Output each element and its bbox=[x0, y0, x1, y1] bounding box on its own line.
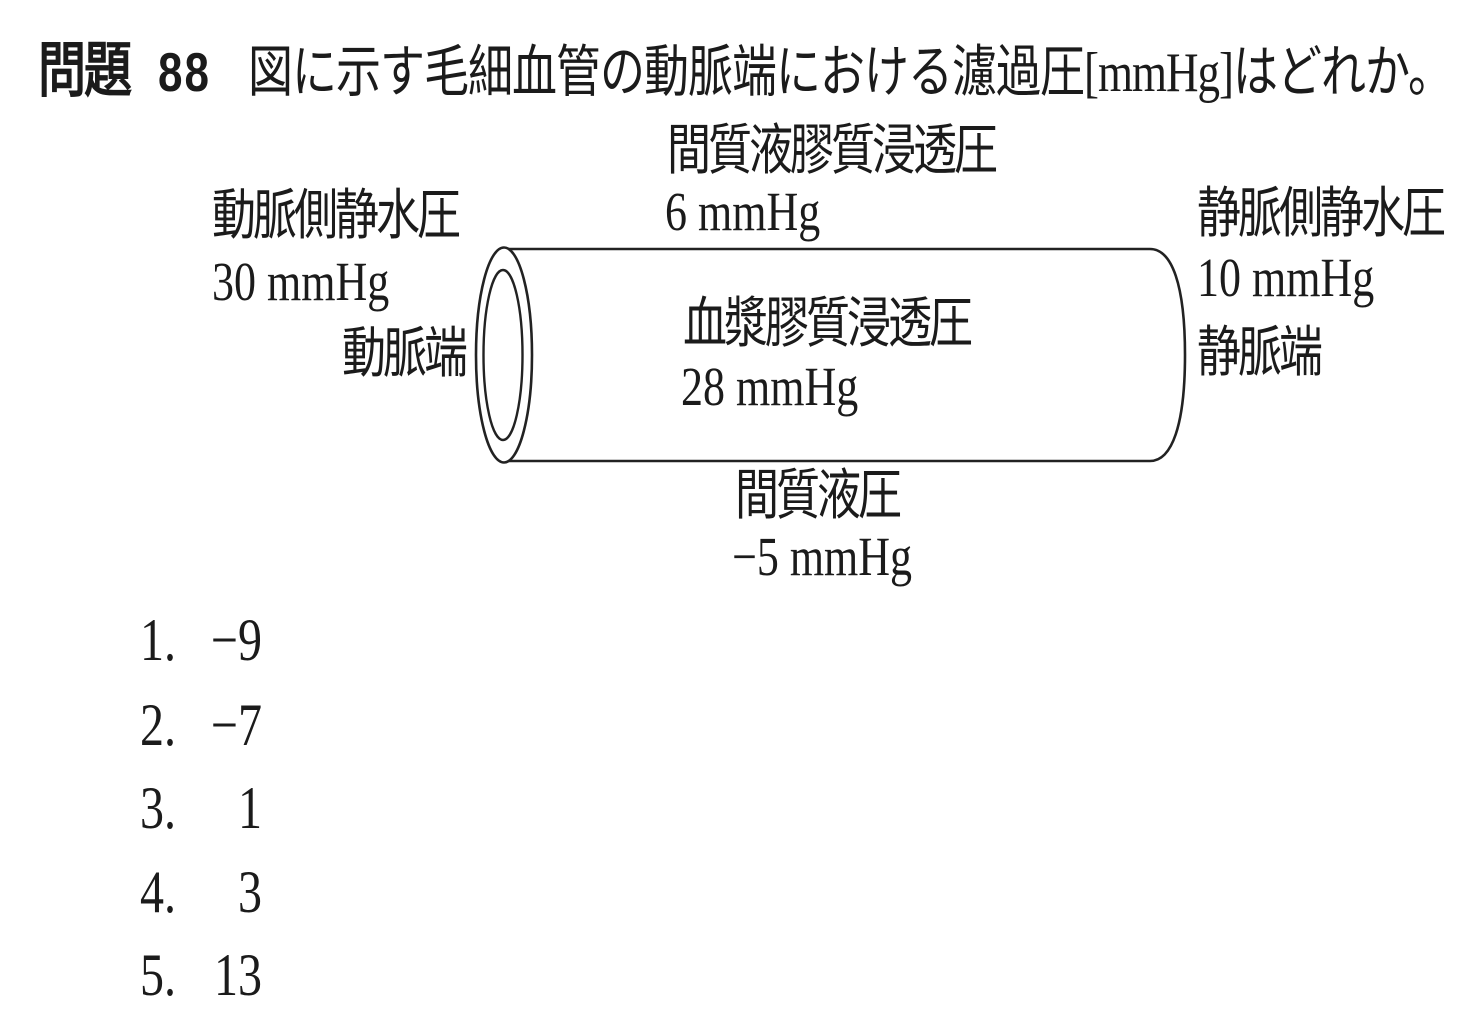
choice-value: −7 bbox=[210, 692, 262, 759]
venous-end-label: 静脈端 bbox=[1197, 322, 1323, 384]
choice-row: 3.1 bbox=[140, 775, 262, 842]
choice-value: 3 bbox=[238, 859, 262, 926]
choice-row: 1. −9 bbox=[140, 607, 262, 674]
arterial-hydrostatic-label: 動脈側静水圧 bbox=[212, 185, 461, 247]
plasma-oncotic-label: 血漿膠質浸透圧 bbox=[683, 293, 973, 355]
question-text: 図に示す毛細血管の動脈端における濾過圧[mmHg]はどれか。 bbox=[247, 40, 1453, 104]
question-number: 88 bbox=[158, 42, 211, 104]
question-title: 問題 88 図に示す毛細血管の動脈端における濾過圧[mmHg]はどれか。 bbox=[38, 40, 1453, 104]
venous-hydrostatic-value: 10 mmHg bbox=[1197, 247, 1375, 309]
choice-row: 2. −7 bbox=[140, 692, 262, 759]
choice-value: 13 bbox=[214, 942, 262, 1009]
arterial-hydrostatic-value: 30 mmHg bbox=[212, 251, 390, 313]
capillary-inner-ellipse bbox=[482, 268, 524, 442]
choice-row: 5.13 bbox=[140, 942, 262, 1009]
choice-number: 5. bbox=[140, 942, 176, 1009]
interstitial-pressure-label: 間質液圧 bbox=[735, 465, 902, 527]
arterial-end-label: 動脈端 bbox=[342, 323, 468, 385]
choice-row: 4.3 bbox=[140, 859, 262, 926]
choice-value: −9 bbox=[210, 607, 262, 674]
choice-number: 4. bbox=[140, 859, 176, 926]
interstitial-oncotic-label: 間質液膠質浸透圧 bbox=[667, 120, 998, 182]
interstitial-pressure-value: −5 mmHg bbox=[732, 526, 913, 588]
question-label: 問題 bbox=[38, 38, 132, 105]
choice-number: 3. bbox=[140, 775, 176, 842]
plasma-oncotic-value: 28 mmHg bbox=[681, 356, 859, 418]
capillary-body-outline bbox=[505, 247, 1187, 463]
choice-number: 2. bbox=[140, 692, 176, 759]
venous-hydrostatic-label: 静脈側静水圧 bbox=[1197, 183, 1446, 245]
choice-number: 1. bbox=[140, 607, 176, 674]
interstitial-oncotic-value: 6 mmHg bbox=[665, 181, 821, 243]
choice-value: 1 bbox=[238, 775, 262, 842]
